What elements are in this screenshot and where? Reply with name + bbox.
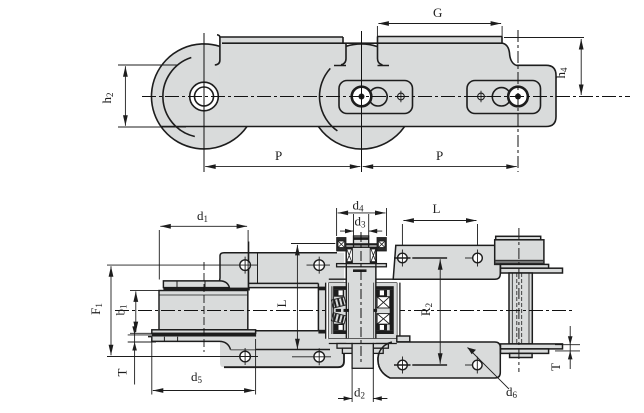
svg-text:P: P <box>436 148 443 163</box>
svg-text:F1: F1 <box>88 303 104 315</box>
svg-text:T: T <box>115 368 130 376</box>
svg-text:d1: d1 <box>197 208 208 224</box>
svg-text:T: T <box>548 363 563 371</box>
svg-text:h2: h2 <box>99 93 115 104</box>
svg-text:b1: b1 <box>113 305 129 316</box>
svg-text:h4: h4 <box>553 67 569 79</box>
svg-text:d6: d6 <box>506 384 518 400</box>
svg-text:d2: d2 <box>354 385 365 401</box>
svg-text:L: L <box>274 299 289 307</box>
svg-text:d3: d3 <box>355 214 367 230</box>
svg-text:P: P <box>275 148 282 163</box>
svg-text:R2: R2 <box>418 303 434 316</box>
svg-text:d5: d5 <box>191 369 203 385</box>
svg-text:L: L <box>433 201 441 216</box>
svg-text:d4: d4 <box>353 198 365 214</box>
svg-text:G: G <box>433 5 442 20</box>
